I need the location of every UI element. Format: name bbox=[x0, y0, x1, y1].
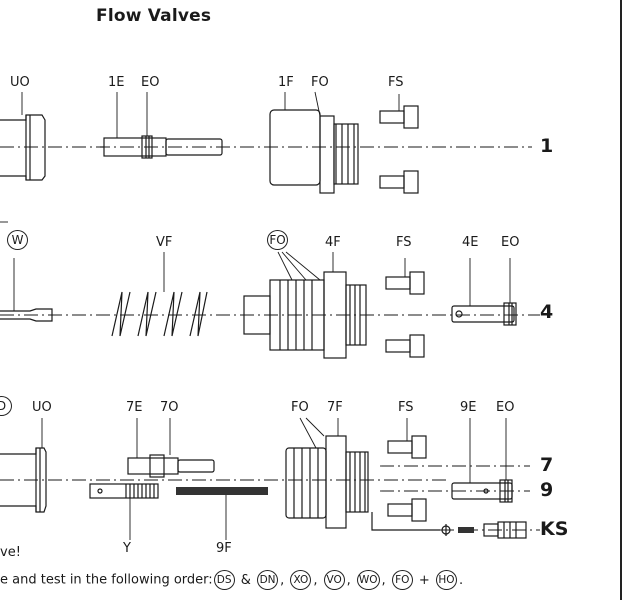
label-fo-low: FO bbox=[291, 400, 309, 415]
page-border bbox=[620, 0, 622, 600]
circled-code-xo: XO bbox=[290, 570, 312, 590]
diagram-title: Flow Valves bbox=[96, 6, 212, 26]
circled-code-fo: FO bbox=[391, 570, 413, 590]
label-fs-top: FS bbox=[388, 75, 404, 90]
label-uo-low: UO bbox=[32, 400, 52, 415]
label-7e: 7E bbox=[126, 400, 143, 415]
row-1-assembly bbox=[0, 91, 532, 194]
instruction-text: e and test in the following order: bbox=[0, 572, 213, 588]
circled-code-ho: HO bbox=[435, 570, 457, 590]
row-number-1: 1 bbox=[540, 135, 554, 157]
label-eo-low: EO bbox=[496, 400, 515, 415]
instruction-separator: , bbox=[280, 572, 289, 588]
label-eo-top: EO bbox=[141, 75, 160, 90]
instruction-tokens: DS & DN, XO, VO, WO, FO + HO. bbox=[213, 570, 464, 590]
instruction-separator: + bbox=[414, 572, 434, 588]
instruction-separator: & bbox=[236, 572, 256, 588]
label-y: Y bbox=[123, 541, 131, 556]
label-9f: 9F bbox=[216, 541, 232, 556]
label-fs-mid: FS bbox=[396, 235, 412, 250]
label-7o: 7O bbox=[160, 400, 179, 415]
label-fo-circled: FO bbox=[267, 230, 288, 250]
row-number-ks: KS bbox=[540, 518, 569, 540]
label-w-circled: W bbox=[7, 230, 28, 250]
note-partial: ve! bbox=[0, 545, 21, 560]
label-9e: 9E bbox=[460, 400, 477, 415]
label-eo-mid: EO bbox=[501, 235, 520, 250]
label-uo-top: UO bbox=[10, 75, 30, 90]
instruction-separator: , bbox=[313, 572, 322, 588]
circled-code-wo: WO bbox=[356, 570, 380, 590]
row-number-9: 9 bbox=[540, 479, 554, 501]
row-number-7: 7 bbox=[540, 454, 554, 476]
label-vf: VF bbox=[156, 235, 173, 250]
circled-code-ds: DS bbox=[213, 570, 235, 590]
instruction-separator: . bbox=[458, 572, 464, 588]
row-7-9-assembly bbox=[0, 417, 540, 540]
circled-code-vo: VO bbox=[323, 570, 345, 590]
label-1f: 1F bbox=[278, 75, 294, 90]
label-7f: 7F bbox=[327, 400, 343, 415]
instruction-separator: , bbox=[381, 572, 390, 588]
label-1e: 1E bbox=[108, 75, 125, 90]
circled-code-dn: DN bbox=[257, 570, 279, 590]
label-4f: 4F bbox=[325, 235, 341, 250]
instruction-separator: , bbox=[346, 572, 355, 588]
label-fo-top: FO bbox=[311, 75, 329, 90]
label-4e: 4E bbox=[462, 235, 479, 250]
row-number-4: 4 bbox=[540, 301, 554, 323]
label-fs-low: FS bbox=[398, 400, 414, 415]
assembly-instruction: e and test in the following order:DS & D… bbox=[0, 570, 464, 590]
row-4-assembly bbox=[0, 221, 540, 359]
